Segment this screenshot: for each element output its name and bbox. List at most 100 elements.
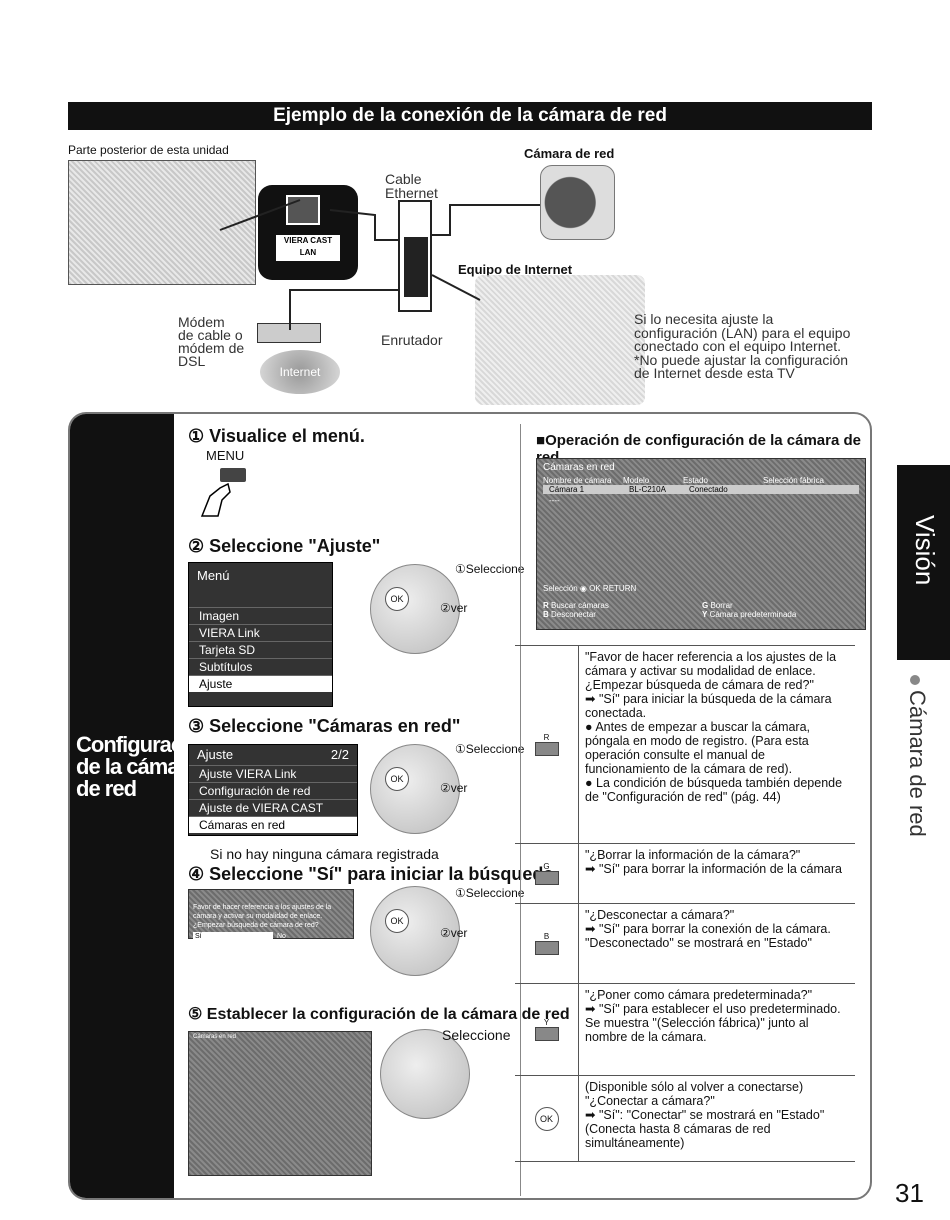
rear-unit-label: Parte posterior de esta unidad bbox=[68, 143, 229, 157]
router-ports-icon bbox=[404, 237, 428, 297]
menu-item-camaras-red[interactable]: Cámaras en red bbox=[189, 816, 357, 833]
ok-button-icon-note: OK bbox=[534, 1106, 559, 1131]
note-row-red: R "Favor de hacer referencia a los ajust… bbox=[515, 646, 855, 844]
menu-item-viera-cast[interactable]: Ajuste de VIERA CAST bbox=[189, 799, 357, 816]
green-button-cell: G bbox=[515, 844, 579, 903]
nav-ok-label: OK bbox=[589, 584, 601, 593]
settings-menu-screen: Ajuste 2/2 Ajuste VIERA Link Configuraci… bbox=[188, 744, 358, 836]
remote-view-label-3: ②ver bbox=[440, 926, 468, 940]
lan-config-note: Si lo necesita ajuste la configuración (… bbox=[634, 311, 851, 381]
ok-button-cell: OK bbox=[515, 1076, 579, 1161]
network-camera-setup-panel: Configuración de la cámara de red ① Visu… bbox=[68, 412, 872, 1200]
row1-camera-name: Cámara 1 bbox=[549, 485, 585, 494]
remote-dpad-icon-2: OK bbox=[370, 744, 460, 834]
operation-notes-table: R "Favor de hacer referencia a los ajust… bbox=[515, 645, 855, 1162]
dialog-text: Favor de hacer referencia a los ajustes … bbox=[193, 904, 332, 929]
topic-bullet-icon bbox=[910, 675, 920, 685]
step-1-heading: ① Visualice el menú. bbox=[188, 426, 365, 446]
camera-list-nav: Selección ◉ OK RETURN bbox=[543, 584, 637, 593]
section-title: Configuración de la cámara de red bbox=[76, 732, 213, 801]
topic-title: Cámara de red bbox=[905, 690, 930, 837]
step-2-heading: ② Seleccione "Ajuste" bbox=[188, 536, 381, 556]
camera-list-empty-row: ---- bbox=[537, 494, 865, 507]
menu-item-imagen[interactable]: Imagen bbox=[189, 607, 332, 624]
green-button-icon bbox=[534, 871, 559, 885]
yellow-button-cell: Y bbox=[515, 984, 579, 1075]
dialog-yes-button[interactable]: Sí bbox=[193, 932, 273, 941]
page-number: 31 bbox=[895, 1178, 924, 1208]
remote-view-label: ②ver bbox=[440, 601, 468, 615]
header-camera-name: Nombre de cámara bbox=[543, 476, 612, 485]
camera-list-title-small: Cámaras en red bbox=[193, 1034, 237, 1040]
menu-item-viera-link[interactable]: VIERA Link bbox=[189, 624, 332, 641]
port-label-box: VIERA CAST LAN bbox=[276, 235, 340, 261]
blue-button-icon bbox=[534, 941, 559, 955]
yellow-key-label: Y bbox=[543, 1018, 550, 1027]
ok-button-icon: OK bbox=[385, 587, 409, 611]
blue-key-label: B bbox=[543, 932, 550, 941]
internet-label: Internet bbox=[279, 365, 321, 379]
router-illustration bbox=[398, 200, 432, 312]
step-4-precondition: Si no hay ninguna cámara registrada bbox=[210, 846, 439, 862]
camera-list-title: Cámaras en red bbox=[543, 462, 615, 473]
note-text-yellow: "¿Poner como cámara predeterminada?" ➡ "… bbox=[585, 988, 841, 1044]
menu-title: Menú bbox=[197, 568, 230, 583]
connection-lines bbox=[219, 199, 540, 330]
menu-item-configuracion-red[interactable]: Configuración de red bbox=[189, 782, 357, 799]
action-desconectar[interactable]: B Desconectar bbox=[543, 610, 596, 619]
header-status: Estado bbox=[683, 476, 708, 485]
remote-select-label-2: ①Seleccione bbox=[455, 742, 525, 756]
step-3-heading: ③ Seleccione "Cámaras en red" bbox=[188, 716, 461, 736]
green-key-label: G bbox=[543, 862, 550, 871]
settings-menu-page: 2/2 bbox=[330, 747, 349, 762]
lan-port-icon bbox=[286, 195, 320, 225]
ethernet-cable-label: Cable Ethernet bbox=[385, 171, 438, 201]
camera-list-screen-small: Cámaras en red bbox=[188, 1031, 372, 1176]
menu-item-ajuste[interactable]: Ajuste bbox=[189, 675, 332, 692]
column-divider bbox=[520, 424, 521, 1196]
press-menu-hand-icon bbox=[198, 466, 248, 521]
note-row-yellow: Y "¿Poner como cámara predeterminada?" ➡… bbox=[515, 984, 855, 1076]
computer-illustration bbox=[475, 275, 645, 405]
dialog-no-button[interactable]: No bbox=[277, 933, 286, 940]
network-camera-illustration bbox=[540, 165, 615, 240]
internet-cloud-icon: Internet bbox=[260, 350, 340, 394]
row1-model: BL-C210A bbox=[629, 485, 666, 494]
tv-rear-illustration bbox=[68, 160, 256, 285]
chapter-side-tab: Visión bbox=[897, 465, 950, 660]
remote-select-label-4: Seleccione bbox=[442, 1027, 511, 1043]
remote-select-label-3: ①Seleccione bbox=[455, 886, 525, 900]
ok-button-icon-2: OK bbox=[385, 767, 409, 791]
menu-item-tarjeta-sd[interactable]: Tarjeta SD bbox=[189, 641, 332, 658]
step-5-heading: ⑤ Establecer la configuración de la cáma… bbox=[188, 1006, 570, 1023]
note-text-blue: "¿Desconectar a cámara?" ➡ "Sí" para bor… bbox=[585, 908, 831, 950]
action-buscar-camaras[interactable]: R Buscar cámaras bbox=[543, 601, 609, 610]
internet-equipment-label: Equipo de Internet bbox=[458, 262, 573, 277]
blue-button-cell: B bbox=[515, 904, 579, 983]
menu-item-ajuste-viera-link[interactable]: Ajuste VIERA Link bbox=[189, 765, 357, 782]
red-button-icon bbox=[534, 742, 559, 756]
page-banner-title: Ejemplo de la conexión de la cámara de r… bbox=[68, 102, 872, 130]
router-label: Enrutador bbox=[381, 332, 443, 348]
empty-cell: ---- bbox=[549, 496, 560, 505]
viera-cast-port-label: VIERA CAST bbox=[283, 236, 333, 245]
red-button-cell: R bbox=[515, 646, 579, 843]
nav-return-label: RETURN bbox=[602, 584, 637, 593]
section-sidebar: Configuración de la cámara de red bbox=[70, 414, 213, 1198]
camera-list-actions: R Buscar cámaras G Borrar B Desconectar … bbox=[543, 601, 861, 619]
camera-list-header: Nombre de cámara Modelo Estado Selección… bbox=[537, 476, 865, 485]
chapter-title: Visión bbox=[910, 515, 940, 586]
menu-item-subtitulos[interactable]: Subtítulos bbox=[189, 658, 332, 675]
action-camara-predeterminada[interactable]: Y Cámara predeterminada bbox=[702, 610, 797, 619]
camera-list-row-1[interactable]: Cámara 1 BL-C210A Conectado bbox=[543, 485, 859, 494]
search-confirm-dialog: Favor de hacer referencia a los ajustes … bbox=[188, 889, 354, 941]
remote-view-label-2: ②ver bbox=[440, 781, 468, 795]
remote-dpad-icon-3: OK bbox=[370, 886, 460, 976]
note-text-green: "¿Borrar la información de la cámara?" ➡… bbox=[585, 848, 842, 876]
camera-label: Cámara de red bbox=[524, 146, 615, 161]
note-row-blue: B "¿Desconectar a cámara?" ➡ "Sí" para b… bbox=[515, 904, 855, 984]
action-borrar[interactable]: G Borrar bbox=[702, 601, 733, 610]
menu-button-label: MENU bbox=[206, 448, 245, 463]
nav-select-label: Selección bbox=[543, 584, 578, 593]
note-text-ok: (Disponible sólo al volver a conectarse)… bbox=[585, 1080, 825, 1150]
